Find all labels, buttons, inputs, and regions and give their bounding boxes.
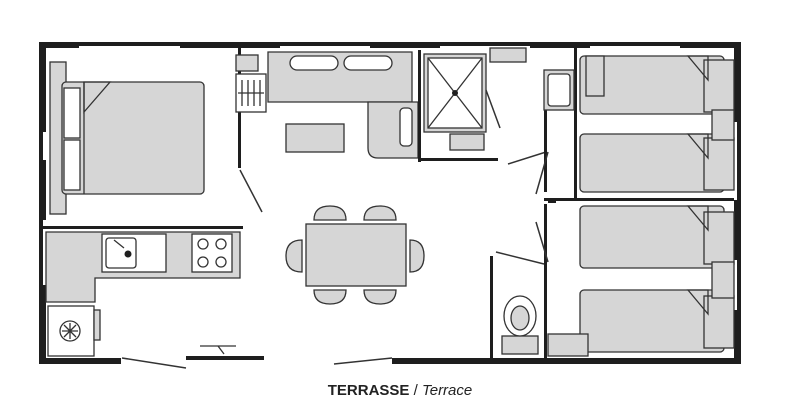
chair	[313, 205, 347, 221]
twin-bedroom-2	[535, 200, 735, 358]
living-dining	[121, 51, 425, 369]
chair	[363, 205, 397, 221]
caption-en: Terrace	[421, 382, 473, 399]
double-bed	[61, 81, 205, 195]
single-bed	[579, 205, 725, 269]
pillow	[63, 87, 81, 139]
toilet-cistern	[501, 335, 539, 355]
twin-bedroom-1	[535, 46, 735, 201]
cushion	[343, 55, 393, 71]
coffee-table	[285, 123, 345, 153]
master-bedroom	[43, 46, 267, 229]
chair	[285, 239, 303, 273]
single-bed	[579, 289, 725, 353]
dining-table	[305, 223, 407, 287]
caption-fr: TERRASSE	[327, 382, 410, 399]
pillow	[63, 139, 81, 191]
shower-room	[418, 47, 547, 165]
chair	[409, 239, 425, 273]
kitchen	[45, 231, 241, 357]
cushion	[289, 55, 339, 71]
caption-separator: /	[409, 382, 422, 399]
nightstand	[711, 109, 735, 141]
nightstand	[711, 261, 735, 299]
exterior-walls	[39, 42, 741, 364]
single-bed	[579, 133, 725, 193]
cooktop	[191, 233, 233, 273]
chair	[313, 289, 347, 305]
floor-plan: .wall { fill: #1e1e1e; } .f { fill: #d6d…	[39, 42, 741, 369]
wc	[490, 251, 545, 358]
terrace-caption: TERRASSE / Terrace	[0, 382, 800, 399]
chair	[363, 289, 397, 305]
